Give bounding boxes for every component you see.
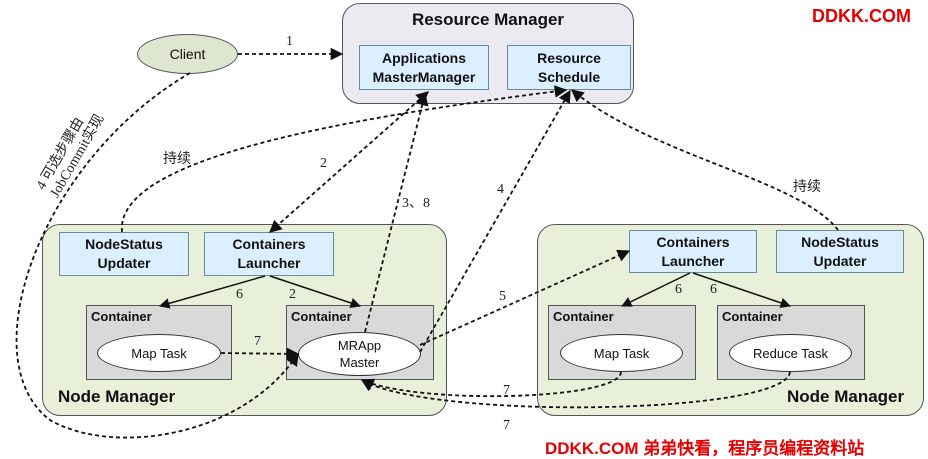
edge-step2 [269,91,429,233]
edge-continue-left [121,85,568,233]
edge-client-to-mrapp [15,72,299,439]
right-map-task: Map Task [560,334,683,372]
label-continue-right: 持续 [793,178,821,194]
edge-step7-left [220,347,300,361]
label-step4: 4 [497,182,504,197]
edge-step7-map [360,371,622,398]
label-step7-left: 7 [254,334,261,349]
watermark-top: DDKK.COM [812,6,911,26]
client-node: Client [137,34,238,74]
label-step2-left: 2 [289,287,296,302]
label-step1: 1 [286,34,293,49]
right-container-reduce-label: Container [722,309,783,324]
label-step5: 5 [499,289,506,304]
left-map-task: Map Task [97,334,221,372]
edge-step2-left [269,275,361,308]
watermark-bottom: DDKK.COM 弟弟快看，程序员编程资料站 [545,439,865,458]
edge-step5 [419,249,631,346]
node-manager-left-title: Node Manager [58,387,176,406]
reduce-task: Reduce Task [729,334,852,372]
edge-step6-left [158,275,266,309]
label-step6-right-a: 6 [675,282,682,297]
edge-step6-right-b [692,272,791,308]
left-container-mrapp-label: Container [291,309,352,324]
label-step3-8: 3、8 [402,196,430,211]
edge-step7-reduce [360,371,791,409]
edge-step4 [419,89,571,353]
label-step7-bottom-b: 7 [503,418,510,433]
resource-manager-title: Resource Manager [411,10,565,29]
left-container-map-label: Container [91,309,152,324]
edge-continue-right [571,89,839,231]
label-step6-right-b: 6 [710,282,717,297]
edge-step6-right-a [621,272,691,307]
label-continue-left: 持续 [163,150,191,166]
right-container-map-label: Container [553,309,614,324]
label-step7-bottom-a: 7 [503,383,510,398]
label-step6-left: 6 [236,287,243,302]
edge-step3-8 [364,92,429,333]
node-manager-right-title: Node Manager [787,387,905,406]
label-step2: 2 [320,156,327,171]
